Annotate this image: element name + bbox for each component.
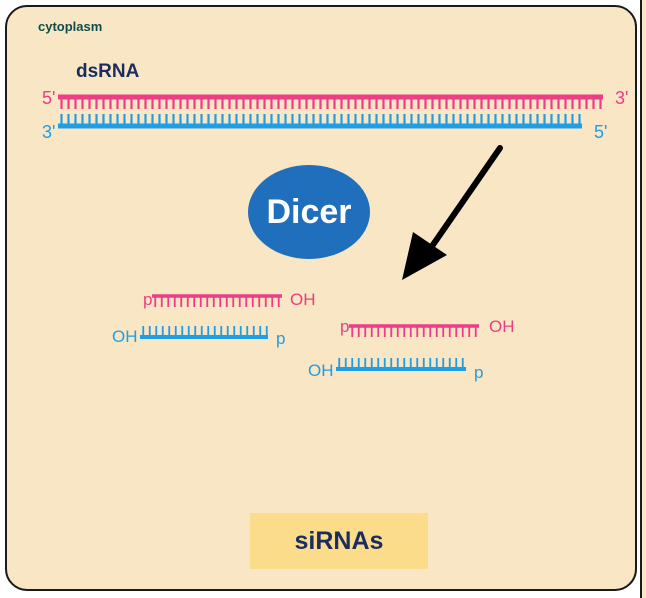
dicer-enzyme: Dicer — [248, 165, 370, 259]
cytoplasm-label: cytoplasm — [38, 19, 103, 34]
adjacent-panel-edge — [640, 0, 646, 598]
sirna1-sense-strand — [152, 294, 282, 307]
dsrna-antisense-3prime-label: 3' — [42, 122, 56, 142]
cleavage-arrow-shaft — [425, 145, 503, 255]
sirna2-sense-hydroxyl-label: OH — [489, 317, 515, 336]
dsrna-antisense-strand — [58, 114, 582, 129]
sirna1-antisense-phosphate-label: p — [276, 329, 286, 348]
sirna2-antisense-strand — [336, 358, 466, 371]
dsrna-sense-3prime-label: 3' — [615, 88, 629, 108]
sirna2-antisense-phosphate-label: p — [474, 363, 484, 382]
sirna1-antisense-hydroxyl-label: OH — [112, 327, 138, 346]
dicer-label: Dicer — [266, 193, 352, 231]
sirna1-sense-hydroxyl-label: OH — [290, 290, 316, 309]
sirna2-sense-strand — [349, 324, 479, 337]
sirna1-antisense-strand — [140, 326, 268, 339]
cleavage-arrow-head — [402, 232, 447, 280]
dsrna-antisense-5prime-label: 5' — [594, 122, 608, 142]
sirnas-label: siRNAs — [294, 526, 384, 555]
sirna2-antisense-hydroxyl-label: OH — [308, 361, 334, 380]
dsrna-sense-5prime-label: 5' — [42, 88, 56, 108]
sirnas-label-box: siRNAs — [250, 513, 428, 569]
dsrna-label: dsRNA — [76, 61, 140, 82]
sirna1-sense-phosphate-label: p — [143, 290, 153, 309]
sirna2-sense-phosphate-label: p — [340, 317, 350, 336]
dsrna-sense-strand — [58, 94, 603, 109]
